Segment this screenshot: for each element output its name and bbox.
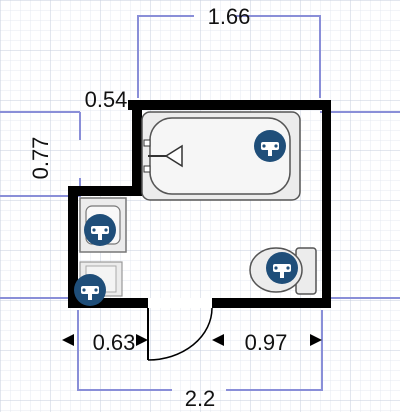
arrow-right-start bbox=[212, 334, 224, 346]
dimension-lines bbox=[0, 15, 400, 391]
cabinet[interactable] bbox=[74, 261, 123, 306]
top-dimension-left bbox=[137, 15, 194, 98]
dimension-label-notch[interactable]: 0.54 bbox=[85, 87, 128, 112]
top-dimension-right bbox=[234, 15, 321, 98]
arrow-left-start bbox=[62, 334, 74, 346]
tub-handle-bottom bbox=[143, 165, 151, 173]
wrench-badge-icon[interactable] bbox=[74, 274, 106, 306]
door-swing-arc bbox=[147, 307, 213, 361]
walls[interactable] bbox=[68, 100, 331, 308]
toilet[interactable] bbox=[249, 247, 317, 295]
wall-notch-horizontal[interactable] bbox=[68, 186, 142, 196]
wall-bottom-right[interactable] bbox=[212, 298, 331, 308]
wall-right[interactable] bbox=[322, 100, 331, 308]
wall-bottom-left[interactable] bbox=[68, 298, 148, 308]
wrench-badge-icon[interactable] bbox=[266, 252, 298, 284]
dimension-label-bottom[interactable]: 2.2 bbox=[185, 386, 216, 411]
dimension-label-top[interactable]: 1.66 bbox=[208, 4, 251, 29]
bathtub[interactable] bbox=[141, 111, 301, 201]
wall-notch-vertical[interactable] bbox=[132, 100, 142, 196]
bottom-dimension-left bbox=[77, 310, 172, 391]
wrench-badge-icon[interactable] bbox=[254, 130, 286, 162]
arrow-right-end bbox=[310, 334, 322, 346]
wrench-badge-icon[interactable] bbox=[84, 214, 116, 246]
tub-handle-top bbox=[143, 139, 151, 147]
door-opening bbox=[148, 298, 212, 308]
dimension-label-bottom-left[interactable]: 0.63 bbox=[93, 330, 136, 355]
dimension-label-bottom-right[interactable]: 0.97 bbox=[245, 330, 288, 355]
arrow-left-end bbox=[136, 334, 148, 346]
door[interactable] bbox=[147, 298, 213, 361]
wall-top[interactable] bbox=[128, 100, 331, 110]
bottom-dimension-right bbox=[226, 310, 323, 391]
wall-left[interactable] bbox=[68, 186, 78, 308]
dimension-label-left[interactable]: 0.77 bbox=[28, 137, 53, 180]
faucet-icon bbox=[164, 144, 183, 168]
sink[interactable] bbox=[79, 197, 127, 253]
width-arrows bbox=[62, 334, 322, 346]
